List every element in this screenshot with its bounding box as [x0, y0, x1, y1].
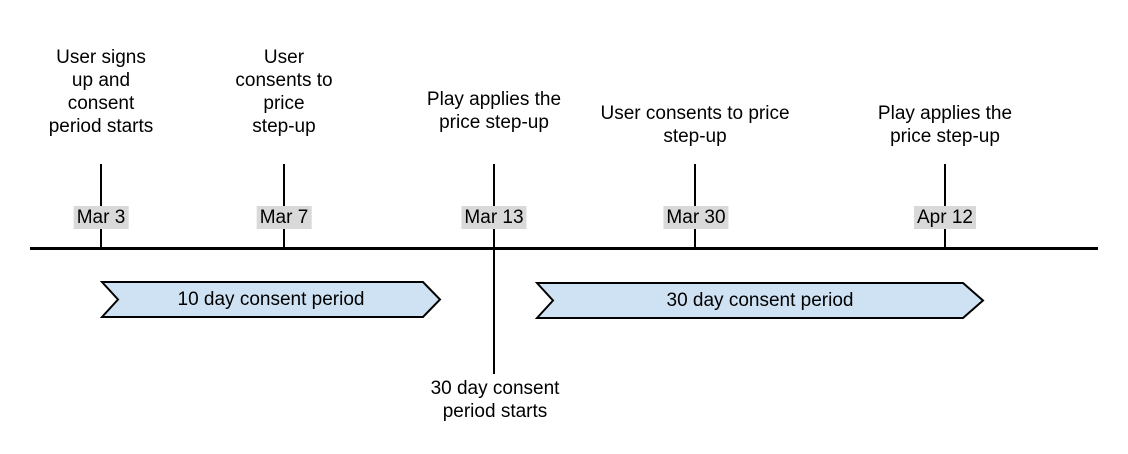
- event-label-signup: User signs up and consent period starts: [48, 47, 154, 137]
- event-tick-mar-13: [493, 164, 495, 374]
- period-banner-10-day: 10 day consent period: [100, 281, 442, 318]
- period-banner-30-day: 30 day consent period: [535, 282, 985, 319]
- period-label-30-day: 30 day consent period: [666, 290, 854, 311]
- period-arrow-shape: [100, 281, 442, 318]
- date-badge-mar-13: Mar 13: [461, 206, 527, 229]
- arrow-polygon: [535, 282, 985, 319]
- timeline-axis: [30, 247, 1098, 250]
- period-label-10-day: 10 day consent period: [177, 289, 365, 310]
- annotation-30-day-period-starts: 30 day consent period starts: [430, 378, 560, 422]
- event-label-consent-2: User consents to price step-up: [600, 103, 790, 147]
- arrow-polygon: [100, 281, 442, 318]
- date-badge-mar-3: Mar 3: [73, 206, 129, 229]
- date-badge-mar-30: Mar 30: [663, 206, 729, 229]
- period-arrow-shape: [535, 282, 985, 319]
- event-label-consent-1: User consents to price step-up: [235, 47, 333, 137]
- event-label-apply-2: Play applies the price step-up: [877, 103, 1013, 147]
- date-badge-apr-12: Apr 12: [914, 206, 976, 229]
- event-label-apply-1: Play applies the price step-up: [426, 89, 562, 133]
- date-badge-mar-7: Mar 7: [256, 206, 312, 229]
